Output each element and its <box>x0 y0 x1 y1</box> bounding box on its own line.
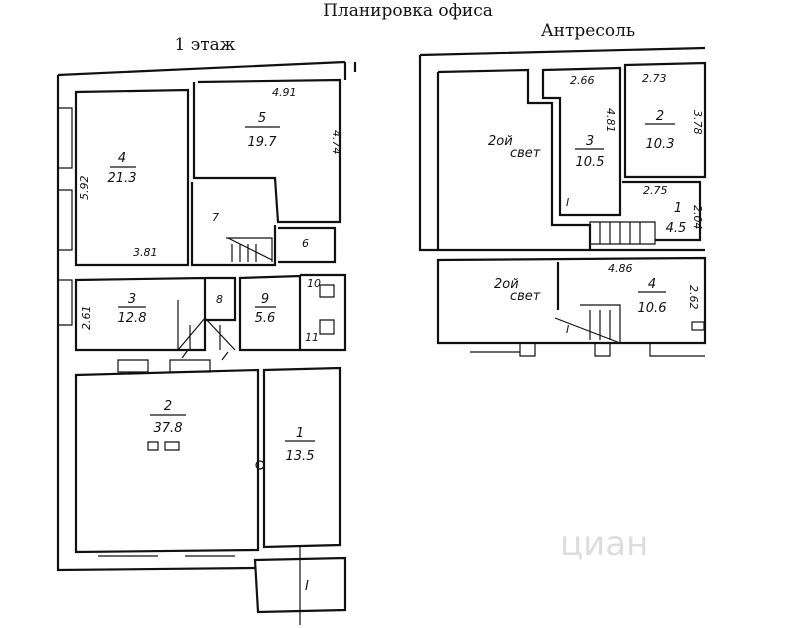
dimension: 3.78 <box>691 110 704 135</box>
dimension: 3.81 <box>133 246 158 259</box>
room-label-10: 10 <box>307 277 321 290</box>
second-light-label: 2ой <box>488 134 513 149</box>
watermark: циан <box>560 524 648 564</box>
dimension: 2.75 <box>643 184 668 197</box>
room-number: 5 <box>258 111 266 126</box>
room-area: 10.5 <box>576 155 605 170</box>
dimension: 2.61 <box>80 306 93 331</box>
room-label-6: 6 <box>302 237 309 250</box>
room-area: 19.7 <box>248 135 278 150</box>
dimension: 4.86 <box>608 262 633 275</box>
dimension: 5.92 <box>78 176 91 201</box>
dimension: 2.73 <box>642 72 667 85</box>
mezzanine-label: Антресоль <box>541 21 635 41</box>
room-area: 5.6 <box>255 311 276 326</box>
room-number: 9 <box>261 292 269 307</box>
room-number: 1 <box>296 426 304 441</box>
room-number: 2 <box>164 399 172 414</box>
second-light-label: свет <box>510 146 541 161</box>
room-area: 12.8 <box>118 311 147 326</box>
stair-label: I <box>566 196 569 209</box>
mezzanine-plan <box>418 46 707 357</box>
room-area: 37.8 <box>154 421 183 436</box>
room-area: 10.3 <box>646 137 675 152</box>
second-light-label: свет <box>510 289 541 304</box>
room-area: 10.6 <box>638 301 667 316</box>
floor1-plan <box>56 60 357 625</box>
room-area: 13.5 <box>286 449 315 464</box>
room-label-11: 11 <box>305 331 319 344</box>
room-number: 2 <box>656 109 664 124</box>
floor1-label: 1 этаж <box>175 35 236 55</box>
dimension: 2.62 <box>687 285 700 310</box>
room-number: 1 <box>674 201 682 216</box>
room-number: 3 <box>586 134 594 149</box>
dimension: 2.04 <box>691 205 704 230</box>
second-light-label: 2ой <box>494 277 519 292</box>
stair-label: I <box>566 323 569 336</box>
dimension: 4.81 <box>604 108 617 133</box>
dimension: 4.91 <box>272 86 297 99</box>
room-label-7: 7 <box>212 211 219 224</box>
room-label-8: 8 <box>216 293 223 306</box>
room-number: 4 <box>648 277 656 292</box>
room-area: 21.3 <box>108 171 137 186</box>
dimension: 4.74 <box>330 130 343 155</box>
dimension: 2.66 <box>570 74 595 87</box>
room-area: 4.5 <box>666 221 687 236</box>
plan-title: Планировка офиса <box>323 1 493 21</box>
porch-label: I <box>305 579 309 594</box>
room-number: 4 <box>118 151 126 166</box>
room-number: 3 <box>128 292 136 307</box>
